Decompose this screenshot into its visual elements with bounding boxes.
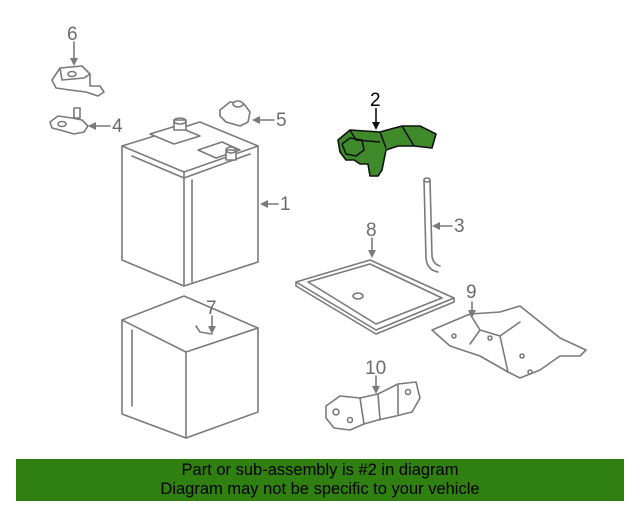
callout-7: 7 [206, 298, 217, 319]
callout-4: 4 [112, 116, 123, 137]
part-2-battery-hold-down [337, 125, 437, 177]
banner-line-part-number: Part or sub-assembly is #2 in diagram [181, 461, 459, 479]
callout-3: 3 [454, 216, 465, 237]
part-10-bracket [325, 381, 421, 431]
part-5-terminal-clamp [219, 100, 251, 127]
info-banner: Part or sub-assembly is #2 in diagram Di… [16, 459, 624, 501]
part-8-battery-tray [295, 259, 455, 335]
part-7-battery-insulator [121, 295, 259, 439]
callout-2: 2 [370, 90, 381, 111]
callout-6: 6 [67, 24, 78, 45]
part-1-battery [121, 117, 259, 287]
part-9-tray-bracket [431, 305, 587, 379]
banner-line-disclaimer: Diagram may not be specific to your vehi… [160, 480, 480, 498]
part-6-bracket [51, 65, 105, 97]
callout-8: 8 [366, 220, 377, 241]
parts-diagram: 6 4 5 1 2 [49, 24, 587, 439]
callout-1: 1 [280, 194, 291, 215]
part-3-hold-down-rod [423, 177, 441, 273]
callout-10: 10 [365, 358, 386, 379]
part-4-terminal-clamp [49, 107, 89, 135]
callout-9: 9 [466, 282, 477, 303]
callout-5: 5 [276, 110, 287, 131]
